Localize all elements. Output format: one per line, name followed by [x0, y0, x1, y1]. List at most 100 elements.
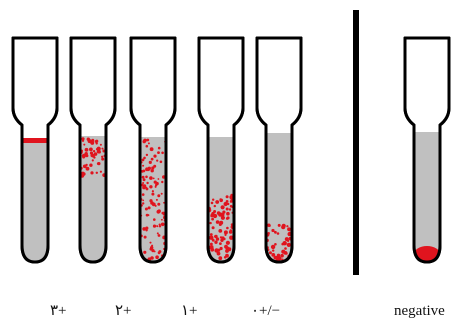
- red-cell-dot: [158, 251, 161, 254]
- red-cell-dot: [160, 161, 163, 164]
- label-1plus: ۱+: [181, 304, 198, 319]
- red-cell-dot: [283, 241, 287, 245]
- red-cell-dot: [156, 225, 158, 227]
- red-cell-dot: [215, 200, 219, 204]
- red-cell-dot: [159, 224, 161, 226]
- red-cell-dot: [142, 176, 145, 179]
- red-cell-dot: [142, 182, 144, 184]
- red-cell-dot: [85, 148, 89, 152]
- red-cell-dot: [150, 248, 153, 251]
- red-cell-dot: [83, 165, 87, 169]
- red-cell-dot: [268, 224, 271, 227]
- red-cell-dot: [218, 229, 222, 233]
- red-cell-dot: [271, 229, 274, 232]
- red-cell-dot: [102, 148, 104, 150]
- red-cell-dot: [212, 199, 214, 201]
- red-cell-dot: [214, 205, 216, 207]
- red-cell-dot: [219, 198, 221, 200]
- red-cell-dot: [101, 158, 104, 161]
- red-cell-dot: [83, 144, 85, 146]
- red-cell-dot: [93, 150, 95, 152]
- red-cell-dot: [218, 256, 222, 260]
- tube-negative: [402, 38, 452, 267]
- red-cell-dot: [142, 200, 144, 202]
- red-cell-dot: [89, 148, 93, 152]
- red-cell-dot: [229, 208, 231, 210]
- red-cell-dot: [277, 254, 280, 257]
- red-cell-dot: [143, 140, 146, 143]
- red-cell-dot: [87, 138, 90, 141]
- red-cell-dot: [217, 252, 221, 256]
- red-cell-dot: [221, 205, 225, 209]
- red-cell-dot: [155, 255, 159, 259]
- red-cell-dot: [161, 152, 164, 155]
- fluid-column: [254, 133, 304, 268]
- red-cell-dot: [158, 147, 161, 150]
- red-cell-dot: [152, 190, 154, 192]
- red-cell-dot: [214, 241, 217, 244]
- red-cell-dot: [142, 165, 144, 167]
- red-cell-dot: [92, 159, 94, 161]
- red-cell-dot: [148, 206, 151, 209]
- red-cell-dot: [154, 181, 157, 184]
- red-cell-dot: [224, 256, 227, 259]
- red-cell-dot: [222, 211, 225, 214]
- red-cell-dot: [153, 225, 156, 228]
- cell-clump: [21, 138, 49, 143]
- red-cell-dot: [158, 234, 161, 237]
- red-cell-dot: [82, 156, 85, 159]
- red-cell-dot: [90, 152, 93, 155]
- red-cell-dot: [97, 150, 101, 154]
- red-cell-dot: [214, 235, 216, 237]
- red-cell-dot: [158, 209, 161, 212]
- red-cell-dot: [95, 140, 98, 143]
- tube-3plus: [10, 38, 60, 267]
- red-cell-dot: [226, 241, 230, 245]
- red-cell-dot: [287, 227, 291, 231]
- red-cell-dot: [271, 245, 275, 249]
- red-cell-dot: [145, 208, 148, 211]
- red-cell-dot: [96, 172, 98, 174]
- red-cell-dot: [82, 172, 85, 175]
- red-cell-dot: [151, 193, 154, 196]
- red-cell-dot: [143, 170, 146, 173]
- red-cell-dot: [158, 178, 160, 180]
- red-cell-dot: [226, 195, 229, 198]
- red-cell-dot: [271, 253, 275, 257]
- red-cell-dot: [220, 213, 222, 215]
- red-cell-dot: [282, 224, 286, 228]
- red-cell-dot: [224, 230, 228, 234]
- red-cell-dot: [89, 164, 92, 167]
- red-cell-dot: [209, 236, 213, 240]
- red-cell-dot: [272, 249, 274, 251]
- red-cell-dot: [86, 167, 90, 171]
- red-cell-dot: [153, 155, 156, 158]
- red-cell-dot: [209, 222, 211, 224]
- red-cell-dot: [156, 160, 158, 162]
- red-cell-dot: [161, 193, 163, 195]
- red-cell-dot: [216, 220, 220, 224]
- tube-1plus: [128, 38, 178, 267]
- label-3plus: ۳+: [50, 304, 67, 319]
- red-cell-dot: [278, 224, 281, 227]
- red-cell-dot: [151, 245, 153, 247]
- red-cell-dot: [100, 144, 102, 146]
- red-cell-dot: [97, 162, 100, 165]
- red-cell-dot: [90, 171, 93, 174]
- red-cell-dot: [274, 231, 277, 234]
- red-cell-dot: [280, 254, 284, 258]
- divider-bar: [353, 10, 359, 275]
- red-cell-dot: [161, 223, 165, 227]
- red-cell-dot: [143, 178, 146, 181]
- red-cell-dot: [145, 227, 148, 230]
- label-0plus-plusminus: ۰+/−: [251, 304, 280, 319]
- red-cell-dot: [142, 202, 144, 204]
- red-cell-dot: [150, 201, 154, 205]
- red-cell-dot: [144, 236, 147, 239]
- red-cell-dot: [82, 140, 84, 142]
- red-cell-dot: [145, 176, 148, 179]
- red-cell-dot: [217, 249, 220, 252]
- red-cell-dot: [269, 251, 272, 254]
- red-cell-dot: [149, 176, 153, 180]
